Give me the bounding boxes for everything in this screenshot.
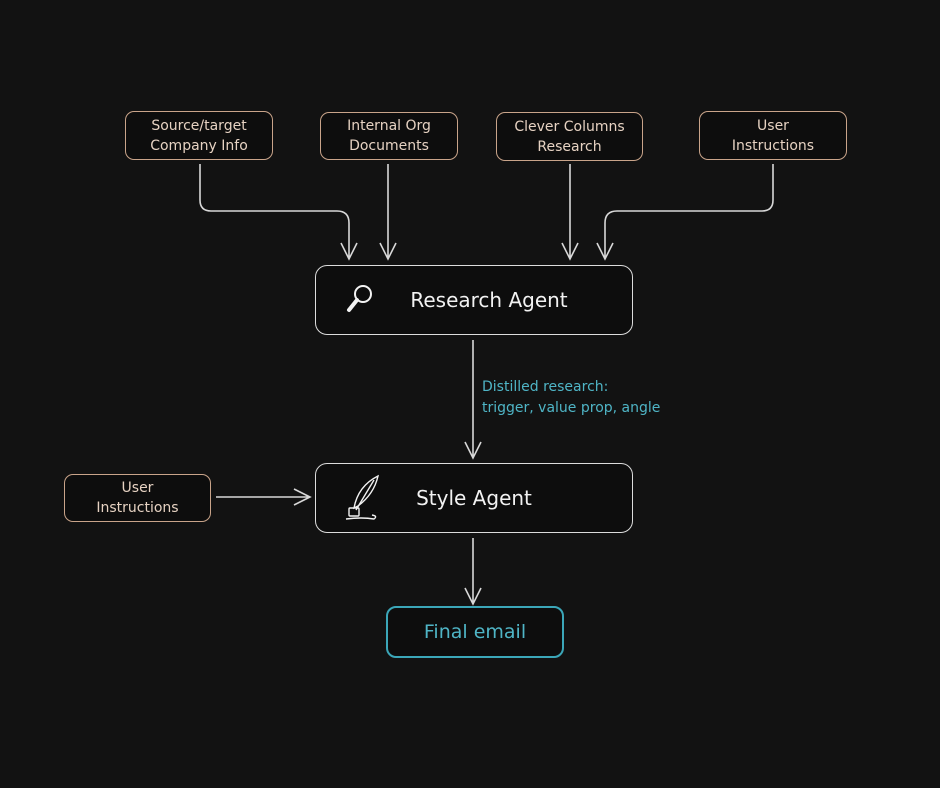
arrow-user-to-style	[216, 488, 312, 506]
arrow-docs-to-research	[379, 164, 397, 261]
input-label-line2: Company Info	[150, 137, 248, 154]
style-agent-label: Style Agent	[416, 486, 532, 510]
research-agent-label: Research Agent	[410, 288, 568, 312]
input-label-line1: Internal Org	[347, 118, 431, 134]
research-agent-node: Research Agent	[315, 265, 633, 335]
style-agent-node: Style Agent	[315, 463, 633, 533]
input-label-line1: User	[121, 480, 154, 496]
input-label-line2: Research	[537, 138, 602, 155]
input-label-line1: Clever Columns	[514, 118, 625, 135]
input-label-line2: Documents	[349, 138, 429, 154]
input-label-line2: Instructions	[731, 137, 815, 154]
final-email-label: Final email	[423, 621, 527, 643]
final-email-node: Final email	[386, 606, 564, 658]
quill-inkwell-icon	[345, 474, 380, 520]
edge-label-line2: trigger, value prop, angle	[482, 400, 661, 416]
input-label-line2: Instructions	[96, 500, 179, 516]
edge-label-line1: Distilled research:	[482, 379, 609, 395]
edge-label-distilled-research: Distilled research: trigger, value prop,…	[482, 377, 660, 419]
magnifier-icon	[347, 285, 372, 312]
arrow-source-to-research	[199, 164, 358, 261]
arrow-clever-to-research	[561, 164, 579, 261]
arrow-research-to-style	[464, 340, 482, 460]
input-label-line1: User	[757, 117, 789, 134]
arrow-style-to-final	[464, 538, 482, 606]
input-label-line1: Source/target	[151, 117, 247, 134]
arrow-user-to-research	[596, 164, 774, 261]
